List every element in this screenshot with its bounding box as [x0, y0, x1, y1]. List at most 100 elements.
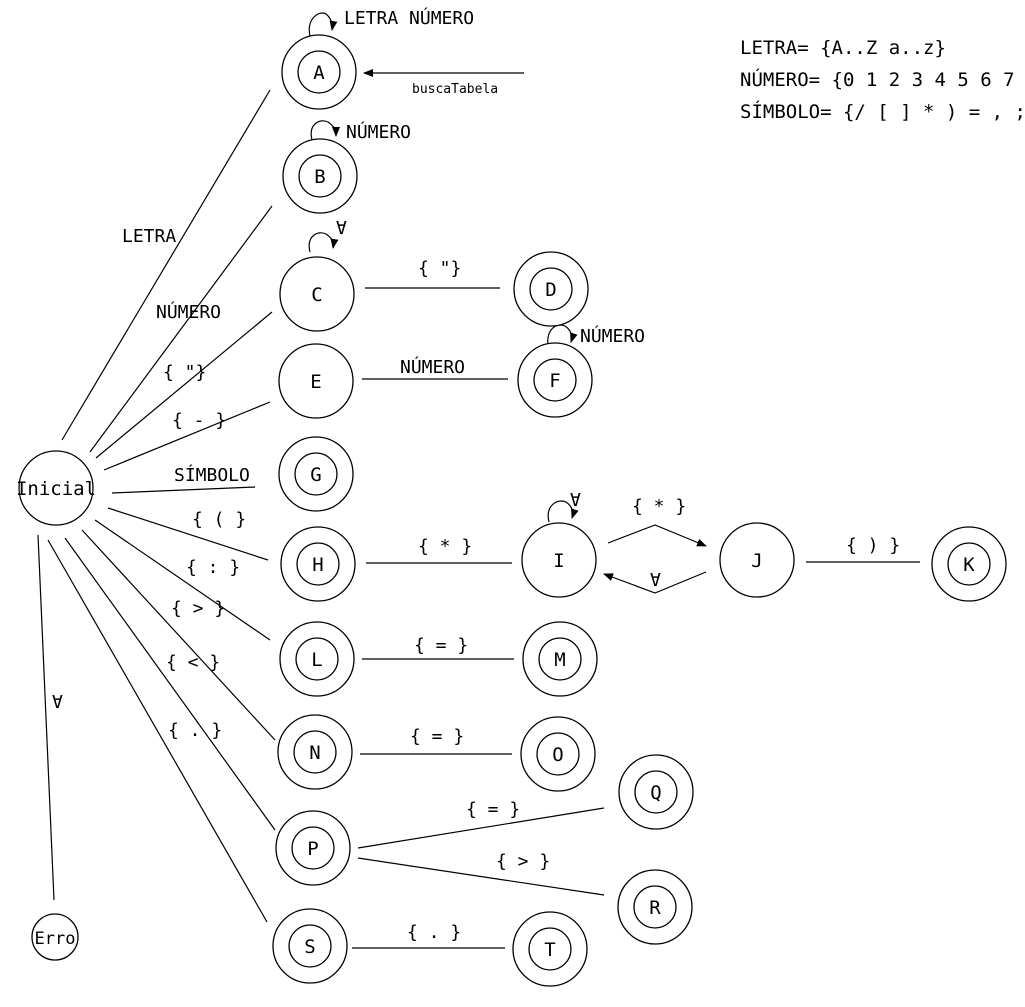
edge-label-E-F: NÚMERO [400, 356, 465, 378]
label-P: P [307, 838, 318, 860]
loop-C [308, 232, 339, 253]
label-M: M [554, 649, 565, 671]
edge-label-loop-I: ∀ [570, 490, 581, 511]
node-G-inner [294, 452, 338, 496]
node-I [521, 522, 597, 598]
loop-B [310, 120, 340, 141]
label-G: G [310, 464, 321, 486]
edge-start-L [94, 519, 271, 641]
self-loops [308, 12, 579, 523]
label-A: A [313, 62, 325, 84]
def-numero: NÚMERO= {0 1 2 3 4 5 6 7 8 9} [740, 67, 1025, 91]
node-T-inner [528, 927, 572, 971]
label-L: L [311, 649, 322, 671]
edge-label-S-T: { . } [407, 922, 461, 943]
label-S: S [304, 936, 315, 958]
def-letra: LETRA= {A..Z a..z} [740, 37, 946, 59]
edge-P-Q [357, 807, 605, 849]
edge-label-start-C: { "} [163, 362, 206, 383]
node-F-inner [533, 358, 577, 402]
start-edges [37, 89, 276, 923]
node-D-inner [529, 267, 573, 311]
edge-label-J-I: ∀ [650, 570, 661, 591]
edge-label-start-erro: ∀ [52, 692, 63, 713]
node-A-inner [297, 50, 341, 94]
edge-label-start-B: NÚMERO [156, 301, 221, 323]
node-L-inner [295, 637, 339, 681]
node-erro [31, 913, 79, 961]
node-O-inner [536, 732, 580, 776]
edge-P-R [357, 857, 605, 896]
nodes [18, 34, 1007, 987]
node-K-inner [947, 542, 991, 586]
edge-start-N [81, 529, 276, 741]
label-Q: Q [650, 782, 661, 804]
edge-labels: LETRA NÚMERO { "} { - } SÍMBOLO { ( } { … [52, 7, 900, 943]
label-N: N [309, 742, 320, 764]
loop-A [308, 12, 338, 37]
edge-label-loop-F: NÚMERO [580, 325, 645, 347]
loop-F [547, 324, 578, 347]
edge-label-P-Q: { = } [466, 799, 520, 820]
edge-label-busca: buscaTabela [412, 82, 498, 97]
edge-I-J [607, 524, 707, 547]
node-H-inner [296, 542, 340, 586]
edge-label-L-M: { = } [414, 635, 468, 656]
node-P-inner [291, 826, 335, 870]
label-J: J [751, 550, 762, 572]
node-inicial [18, 450, 94, 526]
node-R-inner [633, 885, 677, 929]
label-F: F [549, 370, 560, 392]
edge-label-start-S: { . } [168, 720, 222, 741]
edge-label-I-J: { * } [632, 496, 686, 517]
edge-start-H [107, 507, 269, 561]
label-O: O [552, 744, 563, 766]
label-H: H [312, 554, 323, 576]
edge-start-B [89, 205, 273, 453]
edge-start-P [64, 537, 276, 831]
edge-label-J-K: { ) } [846, 535, 900, 556]
node-E [278, 343, 354, 419]
node-N-inner [293, 730, 337, 774]
label-B: B [314, 166, 325, 188]
label-E: E [310, 371, 321, 393]
edge-start-erro [37, 534, 55, 901]
transition-edges [352, 69, 920, 949]
label-I: I [553, 550, 564, 572]
label-inicial: Inicial [16, 478, 96, 500]
label-R: R [649, 897, 661, 919]
node-J [719, 522, 795, 598]
edge-label-start-N: { > } [171, 598, 225, 619]
node-C [279, 256, 355, 332]
node-labels: Inicial Erro A B C D E F G H I J K L M N… [16, 62, 975, 961]
edge-label-start-G: SÍMBOLO [174, 464, 250, 486]
label-C: C [311, 284, 322, 306]
edge-label-start-E: { - } [172, 410, 226, 431]
edge-label-C-D: { "} [418, 258, 461, 279]
edge-start-S [47, 539, 268, 923]
edge-label-start-H: { ( } [192, 509, 246, 530]
edge-label-N-O: { = } [410, 726, 464, 747]
edge-label-loop-B: NÚMERO [346, 121, 411, 143]
def-simbolo: SÍMBOLO= {/ [ ] * ) = , ; $ +} [740, 100, 1025, 123]
edge-label-start-A: LETRA [122, 226, 176, 247]
edge-label-loop-A: LETRA NÚMERO [344, 7, 474, 29]
label-T: T [544, 939, 555, 961]
edge-label-start-L: { : } [186, 557, 240, 578]
node-M-inner [538, 637, 582, 681]
definitions: LETRA= {A..Z a..z} NÚMERO= {0 1 2 3 4 5 … [740, 37, 1025, 123]
label-K: K [963, 554, 975, 576]
edge-start-C [95, 311, 273, 459]
edge-label-P-R: { > } [496, 851, 550, 872]
loop-I [547, 500, 579, 523]
edge-start-G [111, 486, 256, 494]
node-Q-inner [634, 770, 678, 814]
edge-label-loop-C: ∀ [336, 218, 347, 239]
edge-label-start-P: { < } [166, 652, 220, 673]
edge-start-E [103, 401, 271, 471]
edge-start-A [61, 89, 271, 441]
edge-J-I [603, 571, 707, 594]
node-B-inner [298, 154, 342, 198]
